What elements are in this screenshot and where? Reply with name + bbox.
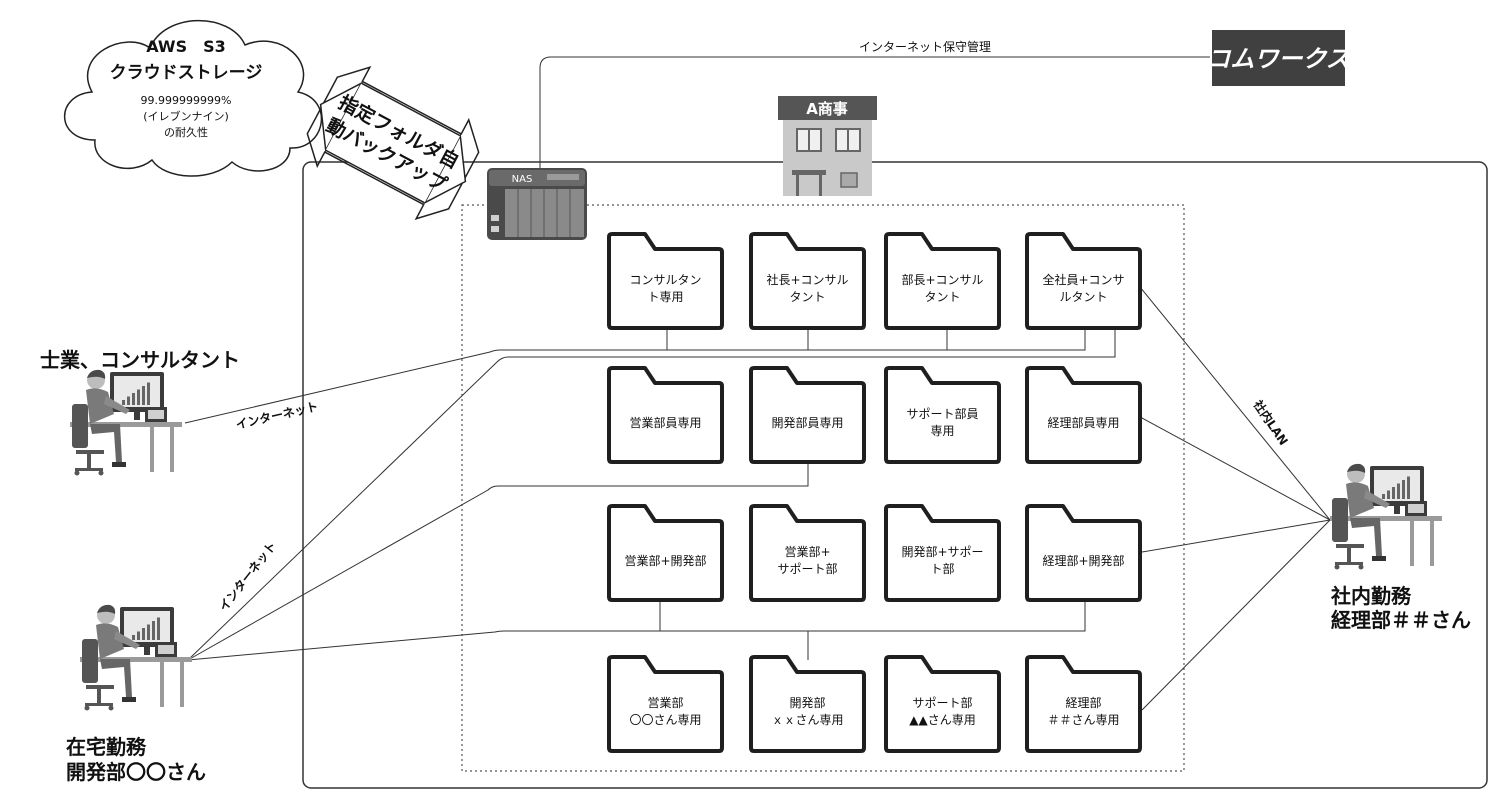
folder-label-line-1: 経理部+開発部 bbox=[1042, 553, 1124, 568]
folder-label-line-2: ト部 bbox=[930, 561, 954, 576]
users bbox=[70, 369, 1442, 711]
folder-label-line-1: サポート部員 bbox=[906, 406, 978, 421]
folder[interactable]: 営業部員専用 bbox=[607, 366, 724, 464]
connection-line bbox=[1141, 417, 1331, 521]
folder-label-line-1: 社長+コンサル bbox=[766, 272, 848, 287]
lan-label: 社内LAN bbox=[1250, 396, 1292, 447]
connection-lines bbox=[184, 286, 1331, 711]
folder-label-line-2: 専用 bbox=[930, 424, 954, 438]
folder[interactable]: 開発部 ｘｘさん専用 bbox=[749, 655, 866, 753]
folder-label-line-1: 開発部+サポー bbox=[901, 544, 983, 559]
folder[interactable]: 経理部 ＃＃さん専用 bbox=[1025, 655, 1142, 753]
connection-line bbox=[187, 330, 1116, 661]
folder-outline bbox=[607, 366, 724, 464]
folder-outline bbox=[749, 504, 866, 602]
folder-label-line-1: 全社員+コンサ bbox=[1042, 272, 1124, 287]
folder-label-line-1: 開発部員専用 bbox=[771, 415, 843, 430]
folder-label-line-2: タント bbox=[924, 290, 960, 304]
folder-label-line-2: ト専用 bbox=[647, 290, 683, 304]
folder-outline bbox=[749, 232, 866, 330]
folder[interactable]: 開発部+サポート部 bbox=[884, 504, 1001, 602]
cloud-line-1: 99.999999999% bbox=[141, 94, 232, 107]
folder-outline bbox=[607, 504, 724, 602]
folder-label-line-1: 経理部 bbox=[1065, 695, 1101, 710]
nas-boundary bbox=[461, 204, 1185, 772]
folder-outline bbox=[607, 655, 724, 753]
cloud-line-2: (イレブンナイン) bbox=[143, 109, 229, 123]
folder-label-line-1: 営業部 bbox=[647, 695, 683, 710]
folder[interactable]: サポート部 ▲▲さん専用 bbox=[884, 655, 1001, 753]
folder-label-line-2: タント bbox=[789, 290, 825, 304]
folder-outline bbox=[884, 504, 1001, 602]
folder-outline bbox=[749, 655, 866, 753]
folder-label-line-1: サポート部 bbox=[912, 695, 972, 710]
connection-line bbox=[1141, 519, 1331, 711]
internet-label-1: インターネット bbox=[235, 399, 320, 432]
aws-s3-cloud: AWS S3 クラウドストレージ 99.999999999% (イレブンナイン)… bbox=[63, 19, 323, 177]
folder[interactable]: 経理部+開発部 bbox=[1025, 504, 1142, 602]
comworks-logo: コムワークス bbox=[1206, 30, 1350, 86]
svg-text:NAS: NAS bbox=[512, 174, 533, 185]
folder-label-line-1: 営業部+ bbox=[784, 544, 830, 559]
connection-line bbox=[184, 330, 1086, 424]
folder-grid: コンサルタント専用社長+コンサルタント部長+コンサルタント全社員+コンサルタント… bbox=[607, 232, 1142, 753]
folder-outline bbox=[607, 232, 724, 330]
cloud-line-3: の耐久性 bbox=[164, 125, 208, 139]
folder-label-line-1: コンサルタン bbox=[629, 273, 701, 287]
cloud-title-2: クラウドストレージ bbox=[110, 63, 263, 83]
folder-outline bbox=[1025, 232, 1142, 330]
backup-arrow: 指定フォルダ自 動バックアップ bbox=[306, 66, 480, 220]
office-worker-label-2: 経理部＃＃さん bbox=[1331, 608, 1471, 632]
building-label: A商事 bbox=[806, 100, 848, 118]
folder-outline bbox=[749, 366, 866, 464]
svg-text:コムワークス: コムワークス bbox=[1206, 45, 1349, 73]
folder-outline bbox=[884, 655, 1001, 753]
company-boundary bbox=[302, 161, 1488, 789]
folder-label-line-2: ＃＃さん専用 bbox=[1047, 713, 1119, 727]
folder[interactable]: 全社員+コンサルタント bbox=[1025, 232, 1142, 330]
home-worker-label-1: 在宅勤務 bbox=[66, 735, 146, 759]
folder[interactable]: 経理部員専用 bbox=[1025, 366, 1142, 464]
folder[interactable]: 営業部+開発部 bbox=[607, 504, 724, 602]
nas-device: NAS bbox=[487, 168, 587, 240]
connection-line bbox=[1139, 286, 1331, 521]
folder-outline bbox=[884, 232, 1001, 330]
folder-outline bbox=[884, 366, 1001, 464]
company-building: A商事 bbox=[778, 96, 877, 196]
folder-label-line-1: 営業部員専用 bbox=[629, 415, 701, 430]
folder-label-line-2: ｘｘさん専用 bbox=[771, 713, 843, 727]
office-worker-label-1: 社内勤務 bbox=[1331, 584, 1411, 608]
folder-label-line-1: 営業部+開発部 bbox=[624, 553, 706, 568]
folder-label-line-2: ルタント bbox=[1059, 290, 1107, 304]
folder-outline bbox=[1025, 655, 1142, 753]
folder-label-line-2: 〇〇さん専用 bbox=[629, 713, 701, 727]
cloud-title-1: AWS S3 bbox=[146, 37, 226, 56]
folder-outline bbox=[1025, 504, 1142, 602]
home-worker-person bbox=[80, 604, 192, 711]
folder-label-line-2: ▲▲さん専用 bbox=[909, 713, 975, 727]
folder-label-line-1: 経理部員専用 bbox=[1047, 415, 1119, 430]
consultant-person bbox=[70, 369, 182, 476]
folder-label-line-1: 開発部 bbox=[789, 695, 825, 710]
folder[interactable]: 社長+コンサルタント bbox=[749, 232, 866, 330]
consultant-label: 士業、コンサルタント bbox=[40, 348, 240, 372]
folder-label-line-1: 部長+コンサル bbox=[901, 272, 983, 287]
folder[interactable]: 部長+コンサルタント bbox=[884, 232, 1001, 330]
connection-line bbox=[187, 600, 1086, 661]
maintenance-link bbox=[539, 56, 1210, 170]
office-worker-person bbox=[1330, 463, 1442, 570]
maintenance-link-label: インターネット保守管理 bbox=[859, 39, 991, 54]
connection-line bbox=[187, 462, 809, 661]
folder-outline bbox=[1025, 366, 1142, 464]
folder[interactable]: 開発部員専用 bbox=[749, 366, 866, 464]
connection-line bbox=[1141, 519, 1331, 553]
folder-label-line-2: サポート部 bbox=[777, 561, 837, 576]
folder[interactable]: 営業部+ サポート部 bbox=[749, 504, 866, 602]
home-worker-label-2: 開発部〇〇さん bbox=[66, 760, 206, 784]
